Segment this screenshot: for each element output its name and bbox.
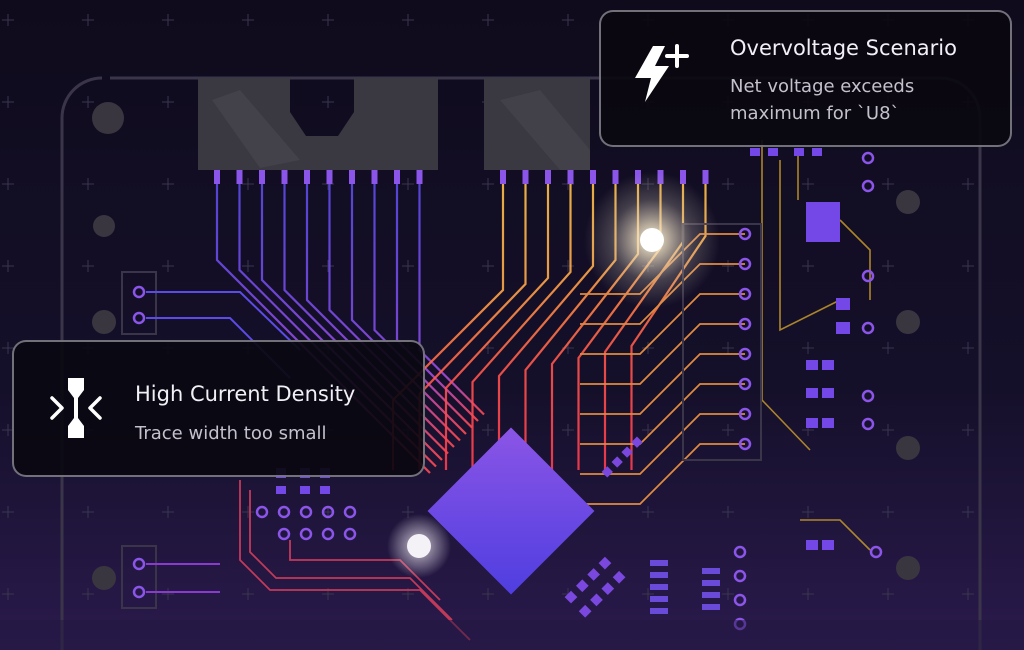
current-density-alert-card[interactable]: High Current Density Trace width too sma… [12, 340, 425, 477]
connector-left [198, 78, 438, 170]
bottom-components [650, 560, 720, 614]
pad-column [682, 223, 762, 461]
lightning-plus-icon [631, 42, 695, 110]
bottom-chip-array [564, 556, 626, 618]
connector-right [484, 78, 590, 170]
trace-width-icon [48, 374, 104, 446]
overvoltage-description: Net voltage exceeds maximum for `U8` [730, 73, 914, 127]
connector-pins [214, 170, 709, 184]
main-chip [427, 427, 595, 595]
mounting-holes [92, 102, 920, 590]
overvoltage-description-line1: Net voltage exceeds [730, 76, 915, 97]
overvoltage-alert-card[interactable]: Overvoltage Scenario Net voltage exceeds… [599, 10, 1012, 147]
left-small-connectors [121, 271, 301, 609]
overvoltage-title: Overvoltage Scenario [730, 36, 957, 60]
current-density-title: High Current Density [135, 382, 356, 406]
overvoltage-description-line2: maximum for `U8` [730, 103, 900, 124]
right-components [750, 148, 850, 550]
current-density-description: Trace width too small [135, 423, 327, 444]
